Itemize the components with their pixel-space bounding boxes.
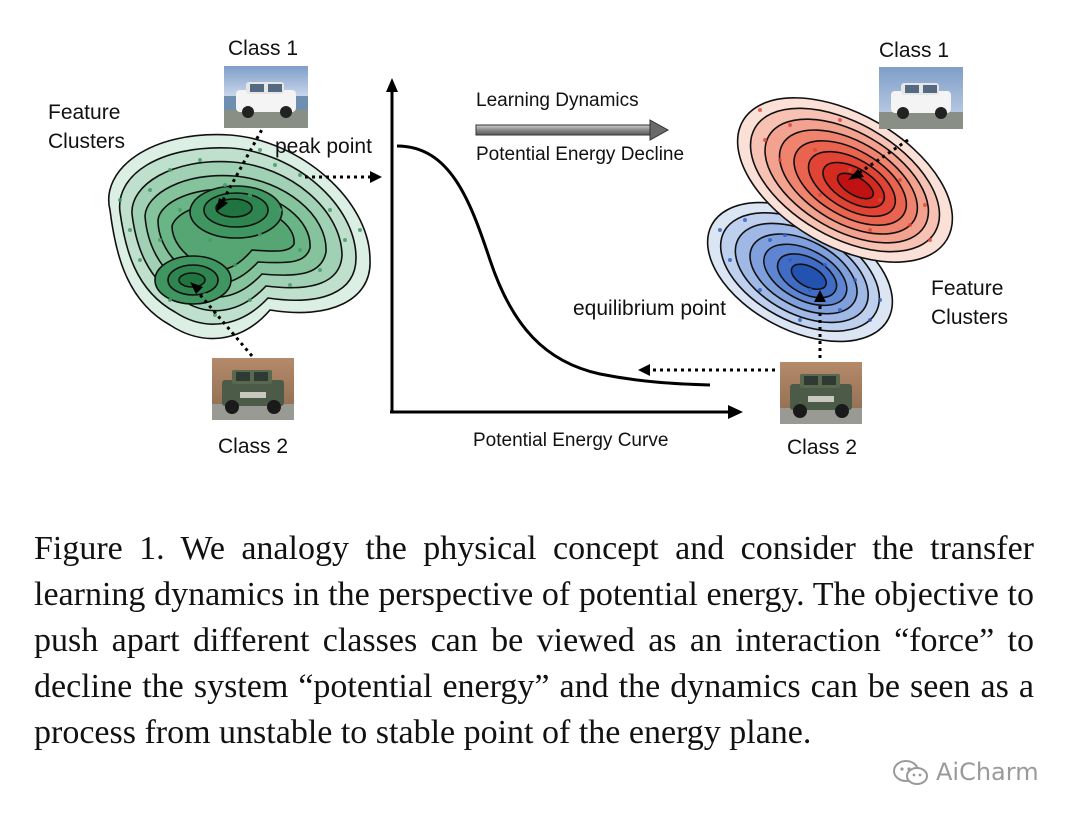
watermark: AiCharm [892, 756, 1062, 792]
learning-dynamics-arrow [475, 119, 670, 141]
right-class2-image [780, 362, 862, 424]
watermark-text: AiCharm [936, 758, 1039, 786]
left-clusters-label-line1: Feature [48, 101, 120, 124]
wechat-icon [893, 760, 928, 785]
left-clusters-label-line2: Clusters [48, 130, 125, 153]
x-axis-arrowhead [728, 405, 743, 419]
left-feature-cluster [107, 123, 371, 357]
right-class2-label: Class 2 [787, 436, 857, 459]
left-class1-image [224, 66, 308, 128]
left-class2-label: Class 2 [218, 435, 288, 458]
potential-energy-curve-plot [305, 78, 775, 419]
energy-decline-label: Potential Energy Decline [476, 144, 684, 165]
peak-point-label: peak point [275, 135, 372, 158]
left-class1-label: Class 1 [228, 37, 298, 60]
right-red-cluster [736, 97, 954, 263]
left-class2-image [212, 358, 294, 420]
right-clusters-label-line2: Clusters [931, 306, 1008, 329]
right-class1-image [879, 67, 963, 129]
y-axis-arrowhead [386, 78, 398, 92]
curve-axis-caption: Potential Energy Curve [473, 430, 668, 451]
energy-curve [396, 144, 711, 387]
figure-diagram: Class 1 Class 2 Feature Clusters peak po… [48, 37, 1008, 459]
right-class1-label: Class 1 [879, 39, 949, 62]
right-clusters-label-line1: Feature [931, 277, 1003, 300]
equilibrium-point-label: equilibrium point [573, 297, 726, 320]
learning-dynamics-label: Learning Dynamics [476, 90, 639, 111]
figure-caption: Figure 1. We analogy the physical concep… [34, 530, 1034, 751]
